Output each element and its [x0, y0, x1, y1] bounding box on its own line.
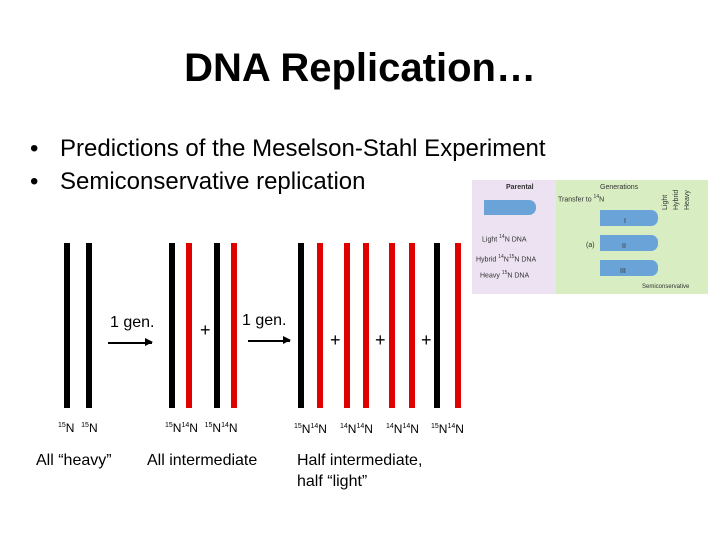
arrow-2-icon	[248, 337, 291, 343]
figure-hybrid-label: Hybrid 14N15N DNA	[476, 254, 537, 264]
gen1-mol1-old-strand	[169, 243, 175, 408]
caption-half: Half intermediate, half “light”	[297, 452, 423, 490]
generation-label-2: 1 gen.	[242, 312, 287, 329]
figure-col-heavy: Heavy	[684, 190, 691, 210]
bullet-list: •Predictions of the Meselson-Stahl Exper…	[30, 132, 546, 198]
isotope-label: 14N14N	[340, 422, 373, 436]
figure-parental-label: Parental	[506, 184, 534, 191]
isotope-label: 15N 15N	[58, 421, 98, 435]
figure-gen-2: II	[622, 243, 626, 250]
gen2-mol1-new-strand	[317, 243, 323, 408]
gen2-mol1-old-strand	[298, 243, 304, 408]
caption-intermediate: All intermediate	[147, 452, 258, 469]
plus-sign: +	[375, 330, 386, 350]
slide-title: DNA Replication…	[184, 46, 536, 90]
gen2-mol2-strand-b	[363, 243, 369, 408]
figure-heavy-label: Heavy 15N DNA	[480, 270, 530, 280]
caption-heavy: All “heavy”	[36, 452, 112, 469]
semiconservative-diagram: Parental Generations Transfer to 14N I I…	[472, 180, 708, 294]
gen1-mol2-new-strand	[231, 243, 237, 408]
plus-sign: +	[421, 330, 432, 350]
figure-a-label: (a)	[586, 242, 595, 249]
arrow-1-icon	[108, 339, 153, 345]
gen1-mol1-new-strand	[186, 243, 192, 408]
figure-transfer-label: Transfer to 14N	[558, 194, 605, 204]
gen2-mol4-old-strand	[434, 243, 440, 408]
figure-col-hybrid: Hybrid	[673, 189, 680, 210]
gen2-mol4-new-strand	[455, 243, 461, 408]
gen3-dna-icon	[600, 260, 658, 276]
gen1-mol2-old-strand	[214, 243, 220, 408]
gen2-mol3-strand-a	[389, 243, 395, 408]
isotope-label: 15N14N	[294, 422, 327, 436]
parental-dna-icon	[484, 200, 536, 215]
figure-gen-3: III	[620, 268, 626, 275]
figure-semiconservative-label: Semiconservative	[642, 284, 690, 290]
generation-label-1: 1 gen.	[110, 314, 155, 331]
gen2-dna-icon	[600, 235, 658, 251]
bullet-semiconservative: •Semiconservative replication	[30, 168, 366, 195]
plus-sign: +	[200, 320, 211, 340]
figure-light-label: Light 14N DNA	[482, 234, 527, 244]
figure-gen-1: I	[624, 218, 626, 225]
figure-col-light: Light	[662, 194, 669, 210]
plus-sign: +	[330, 330, 341, 350]
isotope-label: 15N14N	[431, 422, 464, 436]
bullet-predictions: •Predictions of the Meselson-Stahl Exper…	[30, 135, 546, 162]
gen2-mol3-strand-b	[409, 243, 415, 408]
gen1-dna-icon	[600, 210, 658, 226]
figure-generations-label: Generations	[600, 184, 639, 191]
parent-strand-2	[86, 243, 92, 408]
parent-strand-1	[64, 243, 70, 408]
gen2-mol2-strand-a	[344, 243, 350, 408]
isotope-label: 14N14N	[386, 422, 419, 436]
isotope-label: 15N14N 15N14N	[165, 421, 238, 435]
